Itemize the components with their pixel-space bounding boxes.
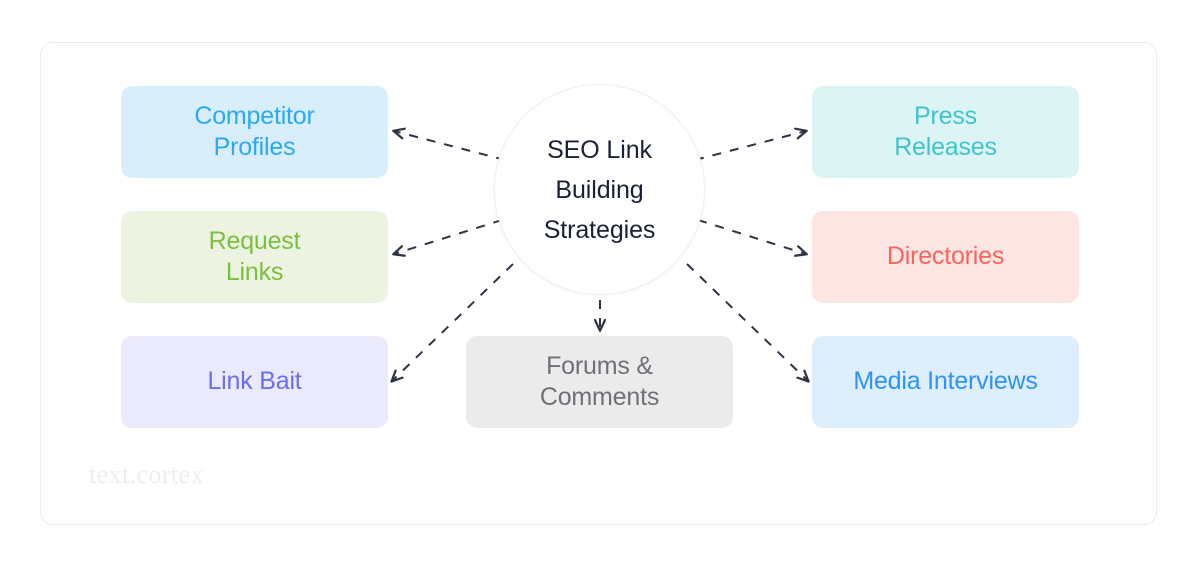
hub-label: SEO Link Building Strategies xyxy=(543,135,656,244)
node-media-interviews-label: Media Interviews xyxy=(853,367,1038,396)
watermark-text: text.cortex xyxy=(89,460,204,489)
node-competitor-profiles-label: Competitor Profiles xyxy=(194,101,315,162)
node-link-bait-label: Link Bait xyxy=(207,367,302,396)
node-directories[interactable]: Directories xyxy=(812,211,1079,303)
node-request-links-label: Request Links xyxy=(208,226,301,287)
node-link-bait[interactable]: Link Bait xyxy=(121,336,388,428)
hub-node[interactable]: SEO Link Building Strategies xyxy=(494,84,705,295)
node-media-interviews[interactable]: Media Interviews xyxy=(812,336,1079,428)
node-request-links[interactable]: Request Links xyxy=(121,211,388,303)
node-forums-comments[interactable]: Forums & Comments xyxy=(466,336,733,428)
node-press-releases[interactable]: Press Releases xyxy=(812,86,1079,178)
node-competitor-profiles[interactable]: Competitor Profiles xyxy=(121,86,388,178)
node-forums-comments-label: Forums & Comments xyxy=(539,351,660,412)
node-press-releases-label: Press Releases xyxy=(894,101,997,162)
node-directories-label: Directories xyxy=(886,242,1005,271)
